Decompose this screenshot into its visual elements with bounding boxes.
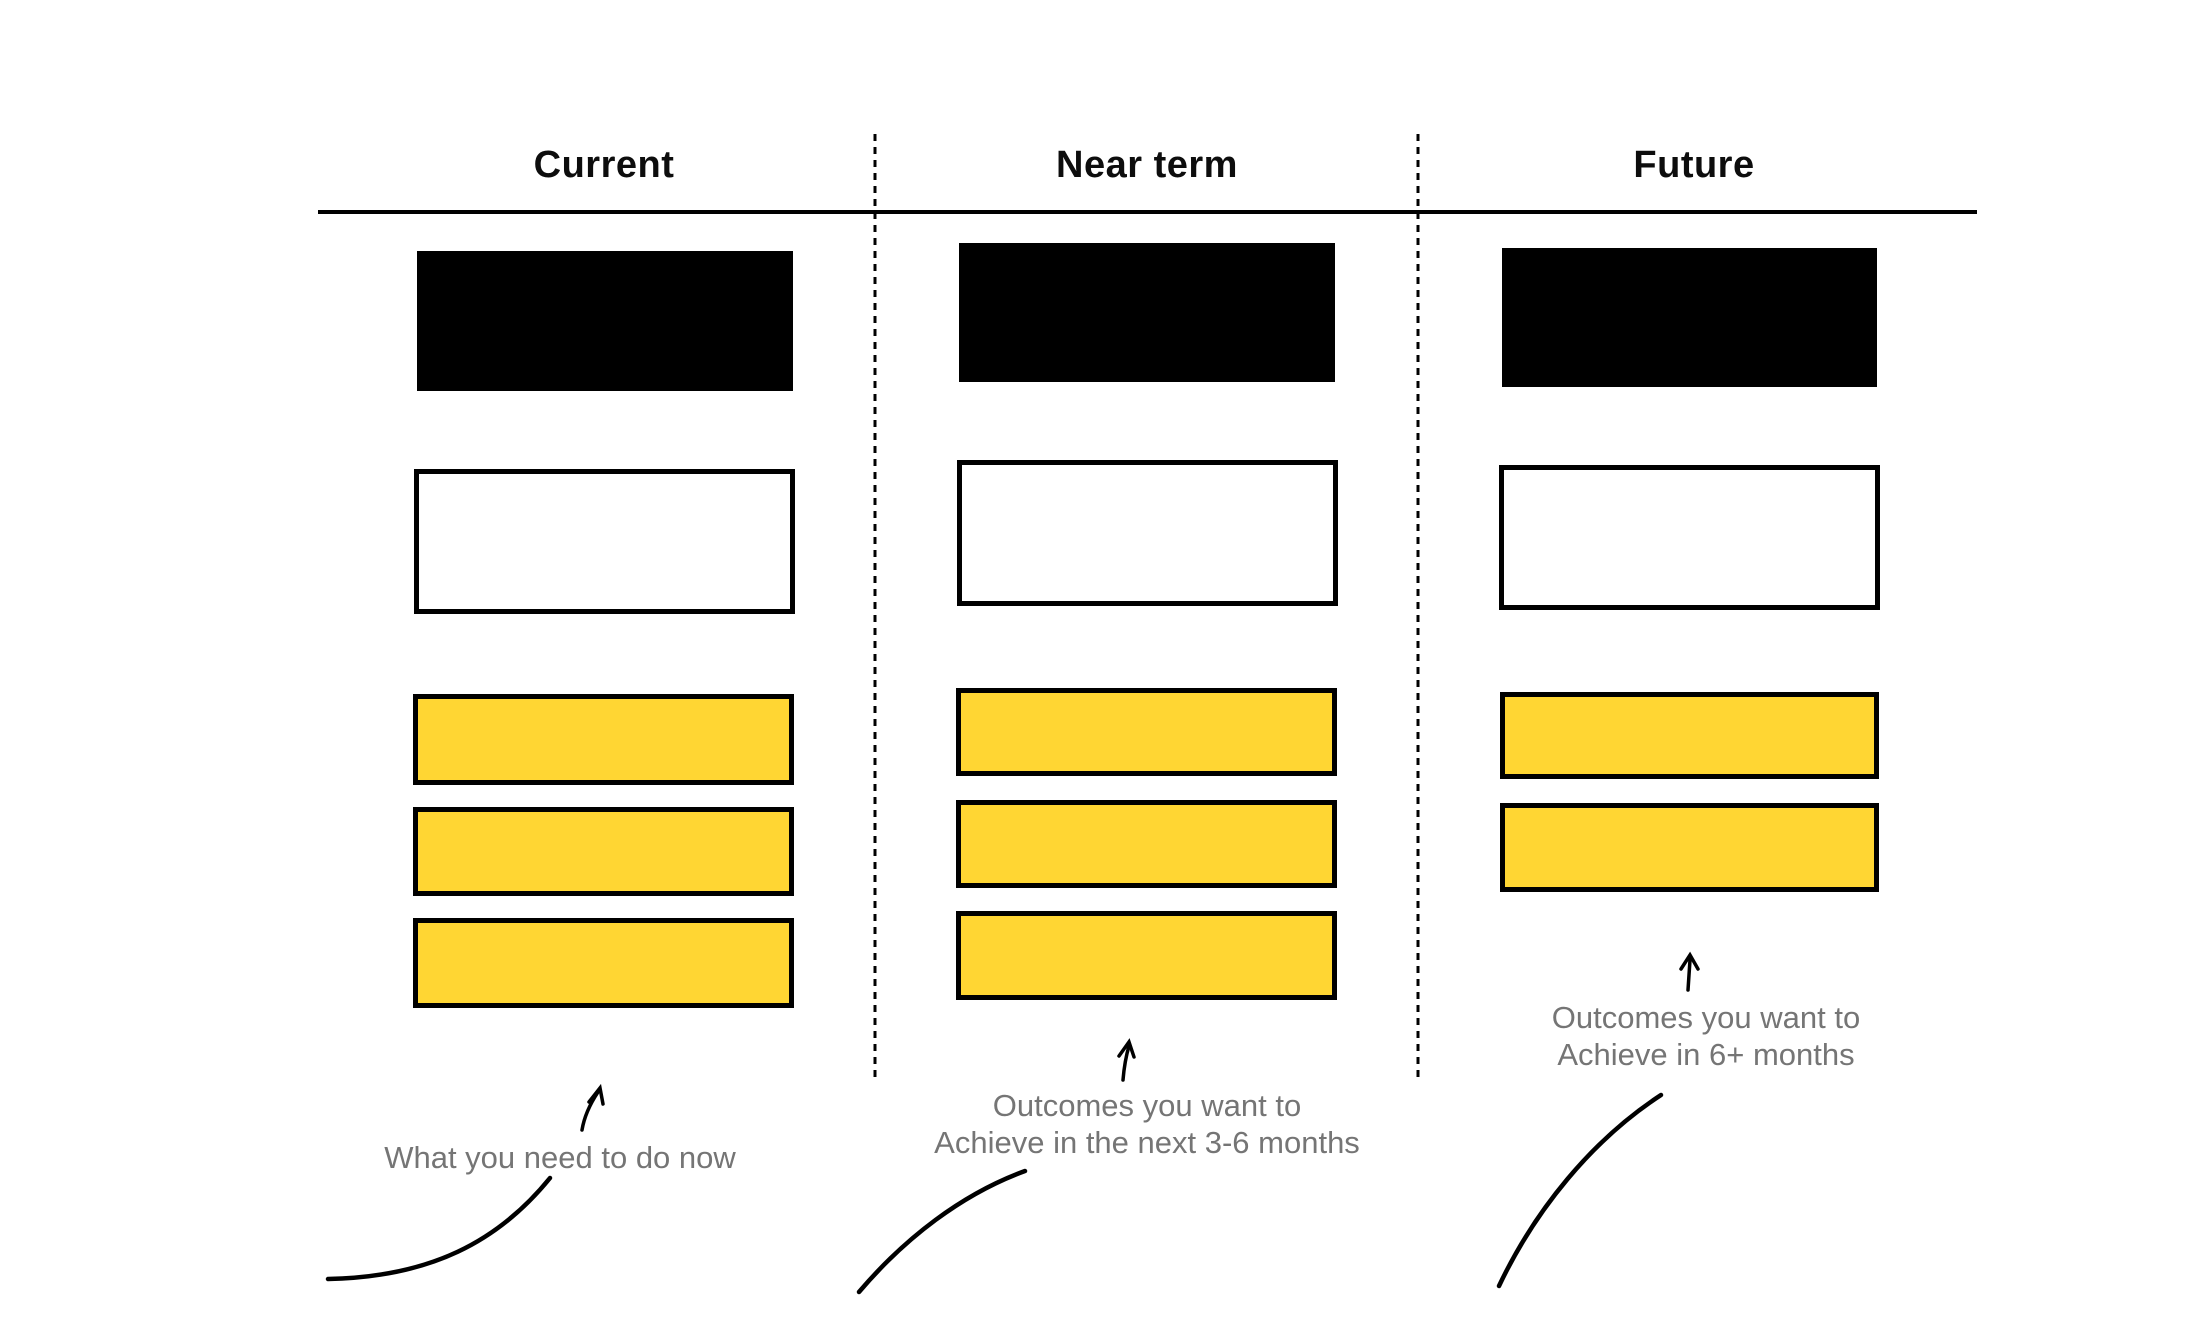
current-annotation-arrow <box>580 1083 605 1132</box>
future-annotation-arrow <box>1679 951 1700 992</box>
current-white-card <box>414 469 795 614</box>
column-header-future: Future <box>1633 144 1755 186</box>
near-term-black-card <box>959 243 1335 382</box>
future-yellow-card-2 <box>1500 803 1879 892</box>
near-term-annotation-label: Outcomes you want to Achieve in the next… <box>934 1088 1360 1160</box>
current-black-card <box>417 251 793 391</box>
current-swoosh-curve <box>325 1175 553 1282</box>
current-yellow-card-1 <box>413 694 794 785</box>
near-term-yellow-card-2 <box>956 800 1337 888</box>
future-annotation-label: Outcomes you want to Achieve in 6+ month… <box>1551 1000 1861 1072</box>
near-term-swoosh-curve <box>856 1168 1028 1295</box>
column-header-current: Current <box>533 144 675 186</box>
near-term-annotation-arrow <box>1117 1038 1136 1082</box>
future-yellow-card-1 <box>1500 692 1879 779</box>
near-term-white-card <box>957 460 1338 606</box>
current-annotation-label: What you need to do now <box>384 1140 736 1175</box>
near-term-yellow-card-3 <box>956 911 1337 1000</box>
current-yellow-card-3 <box>413 918 794 1008</box>
near-term-yellow-card-1 <box>956 688 1337 776</box>
current-yellow-card-2 <box>413 807 794 896</box>
future-black-card <box>1502 248 1877 387</box>
column-header-near-term: Near term <box>1056 144 1238 186</box>
future-white-card <box>1499 465 1880 610</box>
future-swoosh-curve <box>1496 1092 1664 1289</box>
